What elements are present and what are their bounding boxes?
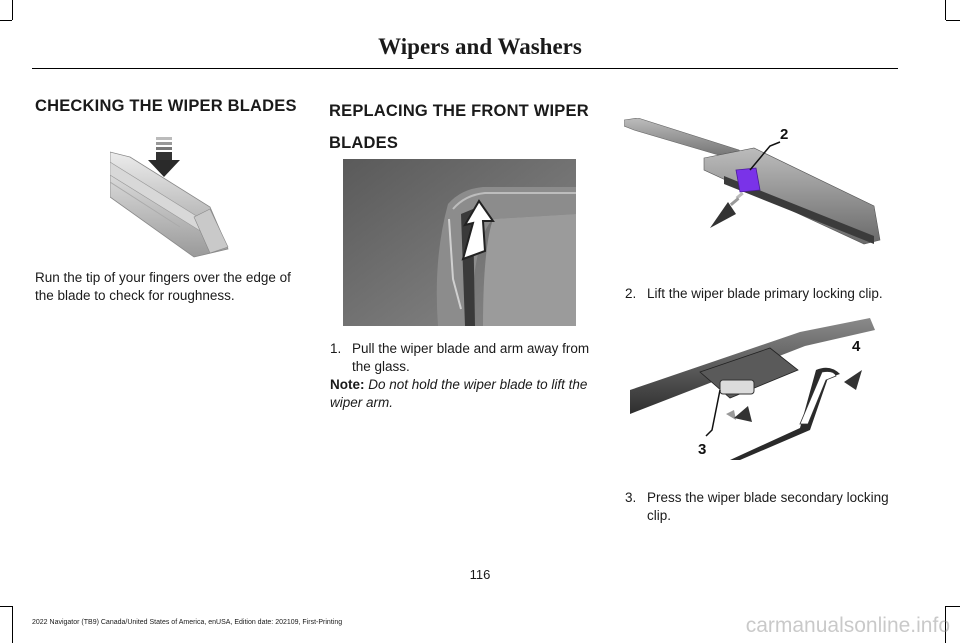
middle-step1: 1. Pull the wiper blade and arm away fro… xyxy=(330,340,602,376)
section-heading-replacing-line2: BLADES xyxy=(329,134,399,152)
callout-leader xyxy=(749,141,781,171)
section-heading-checking: CHECKING THE WIPER BLADES xyxy=(35,97,297,115)
wiper-blade-line xyxy=(110,181,181,228)
crop-mark xyxy=(0,20,12,21)
note-label: Note: xyxy=(330,377,365,392)
arrow-stripe xyxy=(729,197,740,206)
arrow-stripe xyxy=(156,142,172,145)
page-title: Wipers and Washers xyxy=(378,34,582,59)
note: Note: Do not hold the wiper blade to lif… xyxy=(330,376,602,412)
arrow-right-icon xyxy=(734,406,752,422)
crop-mark xyxy=(12,0,13,20)
step-number: 1. xyxy=(330,341,342,356)
right-step3: 3. Press the wiper blade secondary locki… xyxy=(625,489,900,525)
step-text: Lift the wiper blade primary locking cli… xyxy=(647,286,883,301)
wiper-blade-line xyxy=(448,218,462,310)
arrow-left-icon xyxy=(844,370,862,390)
step-number: 2. xyxy=(625,286,637,301)
middle-heading: REPLACING THE FRONT WIPER BLADES xyxy=(329,95,609,159)
arrow-stripe xyxy=(156,137,172,140)
crop-mark xyxy=(946,606,960,607)
crop-mark xyxy=(945,606,946,643)
crop-mark xyxy=(0,606,12,607)
primary-clip-illustration: 2 xyxy=(624,118,881,245)
arrow-down-left-icon xyxy=(710,202,736,228)
crop-mark xyxy=(945,0,946,20)
header-rule xyxy=(32,68,898,69)
wiper-blade-rubber xyxy=(193,208,229,254)
lift-arrow-icon xyxy=(461,199,495,261)
crop-mark xyxy=(946,20,960,21)
step-1: 1. Pull the wiper blade and arm away fro… xyxy=(330,340,602,376)
callout-2: 2 xyxy=(780,126,788,143)
arrow-stripe xyxy=(156,147,172,150)
primary-locking-clip xyxy=(735,167,761,193)
crop-mark xyxy=(12,606,13,643)
callout-4: 4 xyxy=(852,338,861,355)
middle-note: Note: Do not hold the wiper blade to lif… xyxy=(330,376,602,412)
secondary-clip-illustration: 3 4 xyxy=(630,318,875,460)
arrow-right-icon xyxy=(726,410,736,420)
wiper-blade-check-illustration xyxy=(110,137,229,258)
secondary-locking-clip xyxy=(719,379,755,395)
left-body: Run the tip of your fingers over the edg… xyxy=(35,269,307,305)
wiper-arm-hook xyxy=(730,367,840,460)
wiper-arm-lift-illustration xyxy=(343,159,576,326)
step-2: 2. Lift the wiper blade primary locking … xyxy=(625,285,900,303)
callout-leader xyxy=(705,389,721,437)
a-pillar-trim xyxy=(452,192,576,210)
step-number: 3. xyxy=(625,490,637,505)
wiper-blade-rubber xyxy=(724,176,874,244)
left-column: CHECKING THE WIPER BLADES xyxy=(35,90,305,122)
page-number: 116 xyxy=(469,567,491,582)
edition-footer: 2022 Navigator (TB9) Canada/United State… xyxy=(32,619,343,626)
step-text: Press the wiper blade secondary locking … xyxy=(647,490,889,523)
step-text: Pull the wiper blade and arm away from t… xyxy=(352,341,590,374)
callout-3: 3 xyxy=(698,441,706,458)
door-window xyxy=(483,214,576,326)
checking-instructions: Run the tip of your fingers over the edg… xyxy=(35,270,291,303)
section-heading-replacing-line1: REPLACING THE FRONT WIPER xyxy=(329,102,589,120)
right-step2: 2. Lift the wiper blade primary locking … xyxy=(625,285,900,303)
note-text: Do not hold the wiper blade to lift the … xyxy=(330,377,588,410)
down-arrow-icon xyxy=(148,160,180,177)
watermark: carmanualsonline.info xyxy=(745,614,950,637)
wiper-arm-hook-highlight xyxy=(799,371,837,425)
step-3: 3. Press the wiper blade secondary locki… xyxy=(625,489,900,525)
arrow-shaft xyxy=(156,152,172,160)
